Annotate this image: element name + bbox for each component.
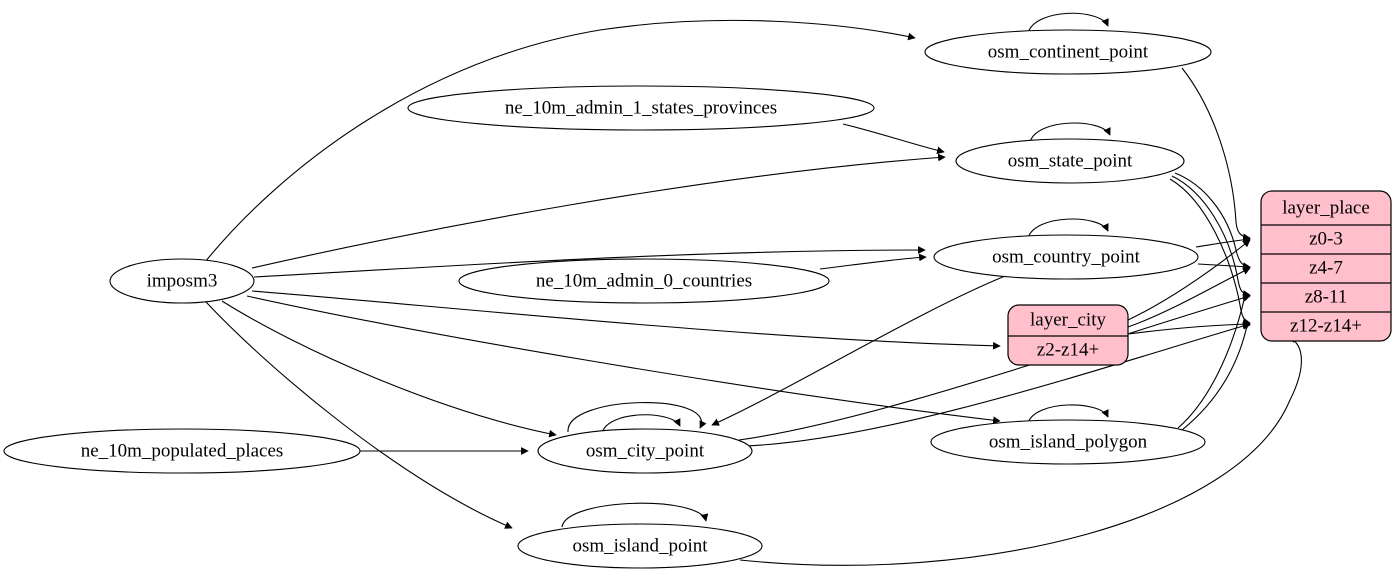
layer_place-row-z0-3[interactable]: z0-3	[1309, 228, 1343, 249]
node-imposm3-label: imposm3	[147, 270, 218, 291]
node-ne_10m_admin_1_states_provinces[interactable]: ne_10m_admin_1_states_provinces	[407, 85, 875, 131]
node-ne_10m_admin_0_countries[interactable]: ne_10m_admin_0_countries	[458, 258, 830, 304]
node-ne_10m_populated_places-label: ne_10m_populated_places	[81, 440, 284, 461]
edge-osm_city_point-layer_place-b	[744, 322, 1251, 447]
edge-layer_city-layer_place	[1127, 239, 1251, 321]
edge-osm_state_point-layer_place-c	[1169, 178, 1251, 326]
node-osm_city_point-label: osm_city_point	[586, 440, 705, 461]
edge-imposm3-layer_city	[251, 290, 1001, 350]
edge-imposm3-osm_city_point	[221, 300, 557, 438]
node-layer_place[interactable]: layer_place z0-3 z4-7 z8-11 z12-z14+	[1260, 190, 1392, 342]
node-osm_island_polygon-shape[interactable]	[930, 419, 1206, 465]
layer_place-fill	[1261, 191, 1391, 341]
node-ne_10m_admin_0_countries-label: ne_10m_admin_0_countries	[536, 270, 752, 291]
layer_place-outline	[1260, 190, 1392, 342]
node-imposm3-shape[interactable]	[109, 258, 255, 304]
layer_city-fill	[1008, 305, 1128, 365]
node-ne_10m_admin_1_states_provinces-label: ne_10m_admin_1_states_provinces	[505, 97, 777, 118]
edges-layer	[204, 12, 1302, 566]
layer_city-outline	[1007, 304, 1129, 366]
edge-osm_island_polygon-layer_place	[1177, 292, 1251, 429]
selfloop-osm_city_point-inner	[601, 414, 681, 434]
node-osm_island_polygon[interactable]: osm_island_polygon	[930, 419, 1206, 465]
selfloop-osm_island_point	[561, 502, 709, 528]
node-osm_continent_point-shape[interactable]	[924, 29, 1212, 75]
node-osm_island_polygon-label: osm_island_polygon	[989, 431, 1148, 452]
node-osm_state_point-label: osm_state_point	[1008, 150, 1133, 171]
node-osm_country_point[interactable]: osm_country_point	[933, 234, 1199, 280]
edge-osm_country_point-osm_city_point	[711, 273, 1011, 426]
edge-imposm3-osm_state_point	[251, 153, 946, 269]
node-osm_city_point[interactable]: osm_city_point	[537, 428, 753, 474]
layer_city-title: layer_city	[1030, 309, 1106, 330]
node-ne_10m_populated_places-shape[interactable]	[3, 428, 361, 474]
node-imposm3[interactable]: imposm3	[109, 258, 255, 304]
node-osm_state_point-shape[interactable]	[955, 138, 1185, 184]
selfloop-osm_continent_point	[1027, 12, 1109, 34]
edge-osm_country_point-layer_place-b	[1197, 262, 1251, 271]
layer_place-title: layer_place	[1282, 197, 1370, 218]
node-layer_city[interactable]: layer_city z2-z14+	[1007, 304, 1129, 366]
node-osm_continent_point-label: osm_continent_point	[988, 41, 1149, 62]
node-osm_city_point-shape[interactable]	[537, 428, 753, 474]
node-osm_continent_point[interactable]: osm_continent_point	[924, 29, 1212, 75]
edge-ne_states-osm_state_point	[842, 123, 945, 155]
node-osm_island_point-shape[interactable]	[517, 523, 763, 569]
node-ne_10m_admin_0_countries-shape[interactable]	[458, 258, 830, 304]
edge-layer_city-layer_place-b	[1127, 267, 1251, 328]
layer_place-row-z8-11[interactable]: z8-11	[1305, 286, 1348, 307]
nodes-layer: imposm3 ne_10m_populated_places ne_10m_a…	[3, 29, 1212, 569]
layer_place-row-z4-7[interactable]: z4-7	[1309, 257, 1343, 278]
edge-imposm3-osm_island_point	[205, 301, 513, 529]
node-osm_state_point[interactable]: osm_state_point	[955, 138, 1185, 184]
edge-imposm3-osm_island_polygon	[246, 295, 1001, 425]
selfloop-osm_island_polygon	[1027, 404, 1109, 424]
edge-layer_city-layer_place-c	[1127, 320, 1251, 335]
edge-imposm3-osm_continent_point	[204, 19, 916, 263]
edge-osm_city_point-layer_place	[738, 294, 1251, 441]
selfloop-osm_city_point	[567, 402, 707, 433]
edge-osm_state_point-layer_place-b	[1171, 175, 1251, 298]
layer_city-row-z2-z14plus[interactable]: z2-z14+	[1037, 339, 1099, 360]
node-osm_island_point-label: osm_island_point	[572, 535, 708, 556]
edge-imposm3-osm_country_point	[253, 246, 926, 278]
node-osm_country_point-shape[interactable]	[933, 234, 1199, 280]
node-ne_10m_admin_1_states_provinces-shape[interactable]	[407, 85, 875, 131]
node-osm_country_point-label: osm_country_point	[992, 246, 1140, 267]
node-osm_island_point[interactable]: osm_island_point	[517, 523, 763, 569]
selfloop-osm_state_point	[1029, 122, 1111, 143]
edge-osm_continent_point-layer_place	[1181, 67, 1251, 242]
selfloop-osm_country_point	[1027, 218, 1109, 239]
edge-osm_island_point-layer_place	[739, 335, 1302, 566]
node-ne_10m_populated_places[interactable]: ne_10m_populated_places	[3, 428, 361, 474]
edge-ne_countries-osm_country_point	[819, 253, 927, 270]
layer_place-row-z12-z14plus[interactable]: z12-z14+	[1290, 315, 1362, 336]
